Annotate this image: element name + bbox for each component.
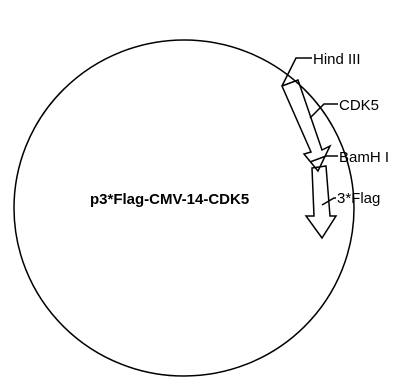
- flag-label: 3*Flag: [337, 190, 380, 207]
- flag-leader-line: [321, 197, 336, 206]
- bamh-leader-line: [309, 155, 338, 163]
- plasmid-circle: [13, 39, 355, 377]
- flag-arrow: [304, 165, 338, 240]
- hind-leader-line: [281, 57, 312, 87]
- cdk5-arrow: [280, 79, 332, 173]
- cdk5-leader-line: [309, 103, 338, 119]
- bamh-label: BamH I: [339, 149, 389, 166]
- cdk5-label: CDK5: [339, 97, 379, 114]
- plasmid-title: p3*Flag-CMV-14-CDK5: [90, 191, 249, 208]
- hind-label: Hind III: [313, 51, 361, 68]
